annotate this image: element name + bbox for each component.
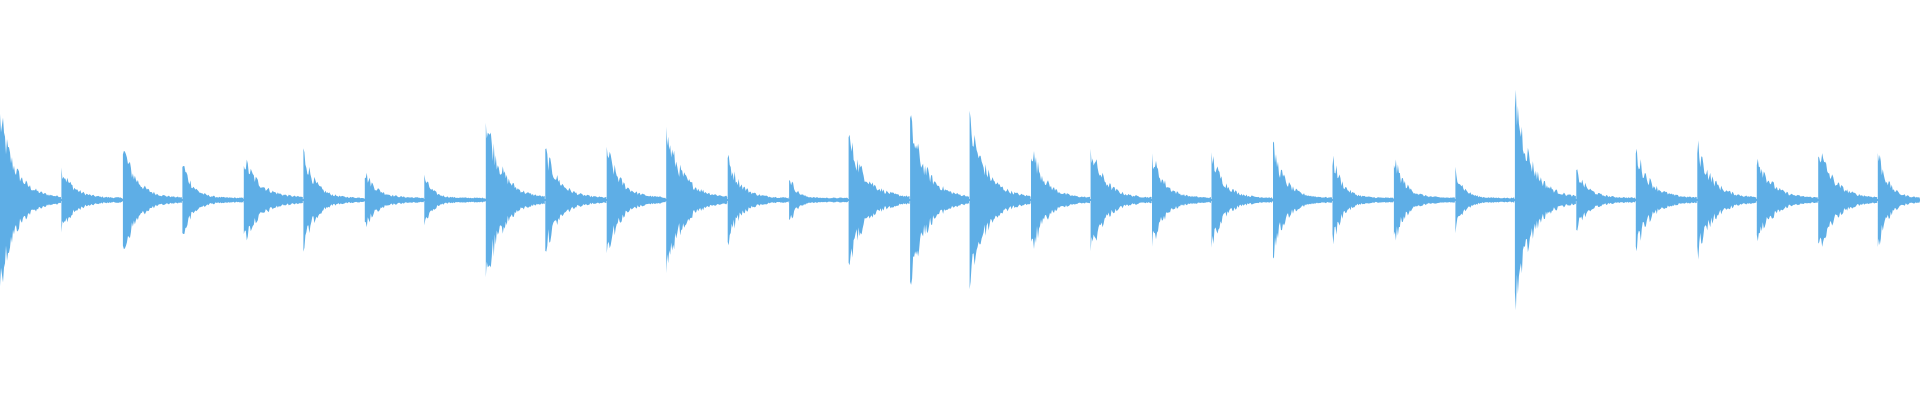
waveform-hit-31 [1877,153,1920,247]
waveform-hit-9 [545,148,607,252]
waveform-hit-10 [606,146,666,254]
waveform-hit-30 [1818,153,1878,247]
waveform-hit-2 [122,150,182,250]
waveform-hit-0 [0,113,61,287]
waveform-hit-1 [61,167,123,233]
waveform-hit-16 [969,110,1031,290]
waveform-hit-5 [303,148,365,252]
waveform-hit-15 [910,115,970,285]
waveform-hit-3 [182,166,244,234]
waveform-hit-27 [1635,148,1697,252]
waveform-hit-8 [485,122,545,278]
waveform-hit-11 [666,126,728,274]
waveform-hit-13 [789,179,849,221]
waveform-hit-7 [424,174,486,226]
waveform-hit-25 [1514,89,1576,311]
waveform-hit-26 [1576,169,1636,231]
waveform-hit-28 [1697,140,1757,260]
waveform-hit-17 [1031,151,1090,249]
waveform-segments [0,89,1920,311]
waveform-hit-21 [1273,141,1332,259]
waveform-hit-6 [364,172,424,228]
waveform-hit-4 [243,159,303,241]
waveform-hit-19 [1152,153,1211,247]
waveform-hit-18 [1090,148,1152,252]
waveform-hit-12 [727,154,789,246]
waveform-hit-29 [1756,158,1818,242]
waveform-hit-20 [1211,152,1273,248]
waveform-hit-24 [1455,166,1515,234]
waveform-hit-14 [848,134,910,266]
waveform-hit-22 [1332,155,1394,245]
waveform-hit-23 [1393,159,1455,241]
